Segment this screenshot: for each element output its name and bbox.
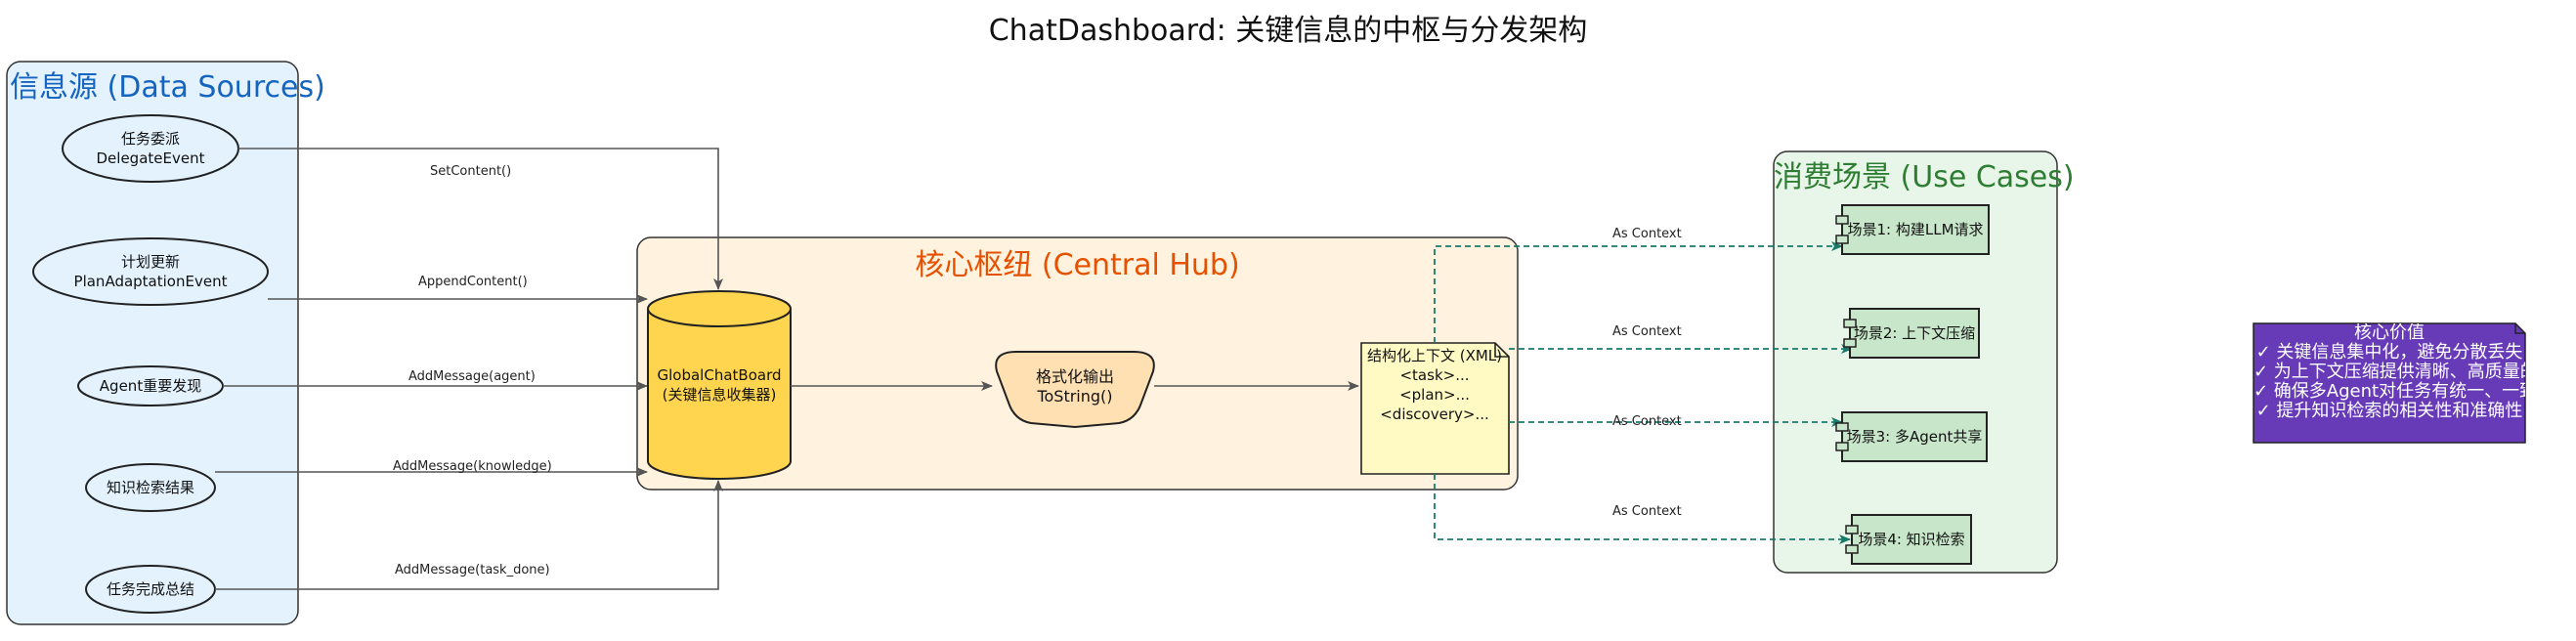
usecase-3-box <box>1835 411 1988 462</box>
edge-label-add-message-task-done: AddMessage(task_done) <box>395 563 550 577</box>
source-plan-line1: 计划更新 <box>120 253 180 271</box>
source-knowledge-result <box>85 463 216 512</box>
core-value-item-1: ✓ 关键信息集中化，避免分散丢失 <box>2255 342 2523 363</box>
usecase-3-label: 场景3: 多Agent共享 <box>1846 428 1983 446</box>
source-knowledge-label: 知识检索结果 <box>86 478 215 497</box>
hub-group-title: 核心枢纽 (Central Hub) <box>915 248 1240 282</box>
usecase-2-label: 场景2: 上下文压缩 <box>1853 324 1976 342</box>
source-knowledge-line1: 知识检索结果 <box>106 479 194 496</box>
collector-label: GlobalChatBoard (关键信息收集器) <box>648 363 791 406</box>
core-value-text: 核心价值 ✓ 关键信息集中化，避免分散丢失 ✓ 为上下文压缩提供清晰、高质量的参… <box>2254 323 2525 443</box>
context-document-fold <box>1494 343 1509 358</box>
usecase-1-label: 场景1: 构建LLM请求 <box>1847 221 1984 238</box>
usecase-4-label: 场景4: 知识检索 <box>1858 531 1965 548</box>
core-value-item-4: ✓ 提升知识检索的相关性和准确性 <box>2255 401 2523 421</box>
edge-label-as-context-1: As Context <box>1612 227 1682 241</box>
context-doc-line1: 结构化上下文 (XML) <box>1366 347 1503 364</box>
edge-add-message-task-done <box>215 480 723 590</box>
usecase-4-box <box>1845 514 1972 565</box>
collector-cylinder <box>647 290 792 480</box>
source-delegate-label: 任务委派 DelegateEvent <box>63 127 238 170</box>
collector-line1: GlobalChatBoard <box>657 366 782 384</box>
context-doc-line4: <discovery>... <box>1380 406 1489 423</box>
core-value-note <box>2253 322 2526 444</box>
source-plan-line2: PlanAdaptationEvent <box>73 273 228 290</box>
formatter-line2: ToString() <box>1037 387 1113 406</box>
source-plan-adaptation-event <box>32 237 269 306</box>
edge-set-content <box>238 148 723 290</box>
usecase-2-box <box>1843 308 1980 359</box>
core-value-item-2: ✓ 为上下文压缩提供清晰、高质量的参考 <box>2254 362 2525 382</box>
sources-group <box>6 61 299 625</box>
source-agent-line1: Agent重要发现 <box>99 377 202 395</box>
context-document-label: 结构化上下文 (XML) <task>... <plan>... <discov… <box>1356 344 1513 426</box>
edge-label-append-content: AppendContent() <box>418 275 528 289</box>
edge-context-usecase-4 <box>1434 474 1851 544</box>
edge-label-as-context-3: As Context <box>1612 414 1682 429</box>
edge-context-usecase-1 <box>1434 241 1843 343</box>
diagram-title: ChatDashboard: 关键信息的中枢与分发架构 <box>988 14 1588 48</box>
source-delegate-line1: 任务委派 <box>120 130 180 148</box>
context-doc-line3: <plan>... <box>1399 386 1470 404</box>
source-task-done-line1: 任务完成总结 <box>106 580 194 598</box>
source-delegate-line2: DelegateEvent <box>96 150 205 167</box>
edge-label-as-context-2: As Context <box>1612 324 1682 339</box>
edge-label-as-context-4: As Context <box>1612 504 1682 519</box>
context-document <box>1360 342 1510 475</box>
source-agent-label: Agent重要发现 <box>78 376 223 396</box>
source-task-done-label: 任务完成总结 <box>86 579 215 599</box>
collector-line2: (关键信息收集器) <box>662 386 777 404</box>
context-doc-line2: <task>... <box>1399 366 1470 384</box>
formatter-label: 格式化输出 ToString() <box>1007 365 1143 408</box>
formatter-shape <box>995 351 1155 429</box>
core-value-item-3: ✓ 确保多Agent对任务有统一、一致的理解 <box>2254 381 2525 402</box>
usecases-group <box>1773 150 2058 574</box>
sources-group-title: 信息源 (Data Sources) <box>10 70 325 105</box>
edge-label-add-message-agent: AddMessage(agent) <box>408 369 536 384</box>
formatter-line1: 格式化输出 <box>1035 367 1114 386</box>
core-value-note-fold <box>2514 323 2525 334</box>
source-plan-label: 计划更新 PlanAdaptationEvent <box>33 250 268 293</box>
core-value-title: 核心价值 <box>2354 323 2425 343</box>
usecases-group-title: 消费场景 (Use Cases) <box>1774 160 2075 194</box>
edge-label-add-message-knowledge: AddMessage(knowledge) <box>393 459 552 474</box>
usecase-1-box <box>1835 204 1990 255</box>
edge-label-set-content: SetContent() <box>430 164 512 179</box>
